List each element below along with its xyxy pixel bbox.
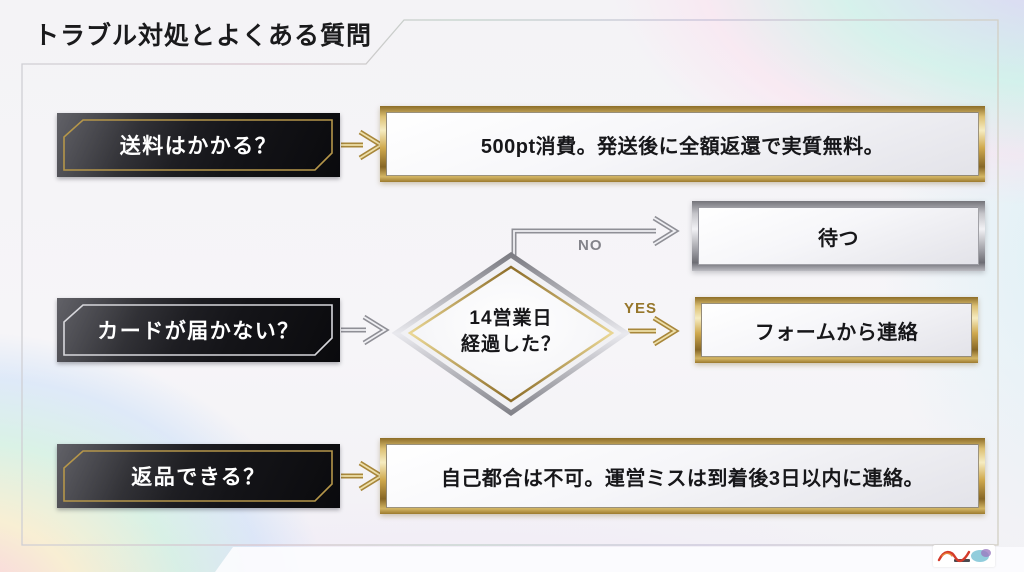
brand-logo [933,545,995,567]
question-label: カードが届かない？ [97,320,300,343]
answer-label: 自己都合は不可。運営ミスは到着後3日以内に連絡。 [440,467,925,490]
panel-sheen [57,298,340,362]
cut-corner-border [63,304,333,356]
answer-label: 500pt消費。発送後に全額返還で実質無料。 [480,135,885,158]
arrow-card [341,314,390,346]
question-box-card: カードが届かない？ [57,298,340,362]
answer-box-shipping: 500pt消費。発送後に全額返還で実質無料。 [380,106,985,182]
panel-sheen [57,113,340,177]
arrow-returns [341,460,386,492]
question-box-shipping: 送料はかかる？ [57,113,340,177]
result-label: フォームから連絡 [754,321,919,344]
result-box-wait: 待つ [692,201,985,271]
result-box-contact-form: フォームから連絡 [695,297,978,363]
result-label: 待つ [818,227,859,250]
bottom-band [215,547,1024,572]
answer-box-returns: 自己都合は不可。運営ミスは到着後3日以内に連絡。 [380,438,985,514]
branch-label-yes: YES [624,300,658,317]
brand-logo-mark [937,549,991,563]
cut-corner-border [63,119,333,171]
panel-sheen [57,444,340,508]
question-label: 返品できる？ [131,466,266,489]
branch-label-no: NO [578,237,603,254]
question-box-returns: 返品できる？ [57,444,340,508]
decision-line-2: 経過した？ [460,334,561,355]
page-title: トラブル対処とよくある質問 [34,22,373,50]
cut-corner-border [63,450,333,502]
connector-yes [628,315,680,347]
question-label: 送料はかかる？ [119,135,278,158]
decision-line-1: 14営業日 [469,308,553,329]
decision-label: 14営業日 経過した？ [400,306,622,358]
arrow-shipping [341,129,386,161]
